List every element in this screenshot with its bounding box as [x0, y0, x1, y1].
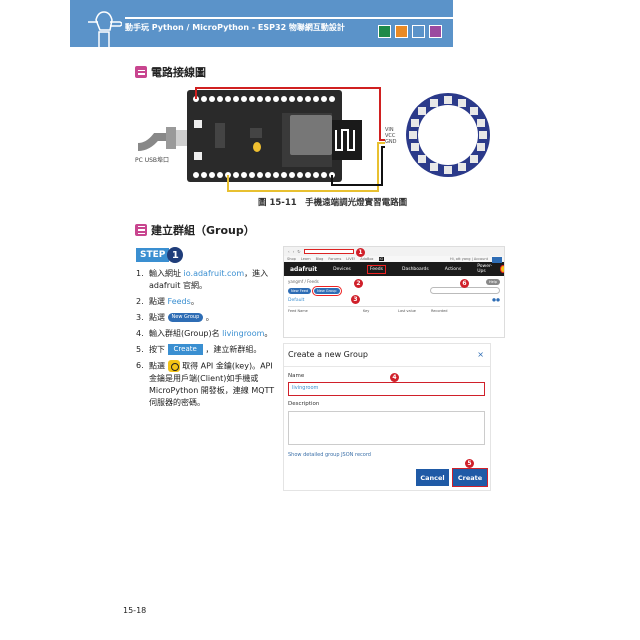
- description-label: Description: [288, 401, 320, 407]
- page-number: 15-18: [123, 606, 147, 615]
- instruction-item: 3. 點選 New Group 。: [136, 313, 214, 322]
- instruction-item: 5. 按下 Create ，建立新群組。: [136, 344, 262, 355]
- swatch-purple: [429, 25, 442, 38]
- description-textarea[interactable]: [288, 411, 485, 445]
- section-title: 電路接線圖: [151, 66, 206, 79]
- swatch-blue: [412, 25, 425, 38]
- create-button[interactable]: Create: [452, 468, 488, 487]
- swatch-green: [378, 25, 391, 38]
- marker-4: 4: [390, 373, 399, 382]
- reload-icon[interactable]: ↻: [297, 249, 301, 254]
- bookmark-io[interactable]: IO: [378, 257, 385, 261]
- ring-pin-labels: VIN VCC GND: [385, 127, 396, 145]
- bookmark-live[interactable]: LIVE!: [346, 257, 356, 261]
- marker-2: 2: [354, 279, 363, 288]
- account-menu[interactable]: Hi, ott yang | Account: [449, 257, 488, 261]
- back-icon[interactable]: ‹: [288, 249, 290, 254]
- help-button[interactable]: Help: [486, 279, 500, 285]
- nav-power-ups[interactable]: Power-Ups: [477, 264, 493, 274]
- nav-actions[interactable]: Actions: [444, 266, 462, 272]
- section-title: 建立群組（Group）: [151, 224, 255, 237]
- forward-icon[interactable]: ›: [292, 249, 295, 254]
- step-badge: STEP 1: [136, 247, 184, 263]
- adafruit-feeds-screenshot: ‹ › ↻ Shop Learn Blog Forums LIVE! AdaBo…: [283, 246, 505, 338]
- breadcrumb: yangmf / Feeds: [288, 279, 319, 284]
- book-title: 動手玩 Python / MicroPython - ESP32 物聯網互動設計: [125, 23, 345, 32]
- close-icon[interactable]: ×: [477, 350, 484, 359]
- chapter-swatches: [378, 25, 442, 38]
- adafruit-nav: adafruit Devices Feeds Dashboards Action…: [284, 262, 504, 276]
- feeds-link: Feeds: [167, 297, 191, 306]
- name-input[interactable]: livingroom: [288, 382, 485, 396]
- bookmark-learn[interactable]: Learn: [300, 257, 311, 261]
- cancel-button[interactable]: Cancel: [416, 469, 449, 486]
- swatch-orange: [395, 25, 408, 38]
- dialog-title: Create a new Group: [288, 350, 369, 359]
- pin-vcc: VCC: [385, 133, 396, 139]
- section-badge-icon: [135, 224, 147, 236]
- marker-1: 1: [356, 248, 365, 257]
- instruction-item: 4. 輸入群組(Group)名 livingroom。: [136, 329, 273, 338]
- cart-icon[interactable]: [492, 257, 502, 263]
- name-label: Name: [288, 373, 305, 379]
- new-group-button[interactable]: New Group: [312, 285, 342, 296]
- bookmark-forums[interactable]: Forums: [328, 257, 342, 261]
- adafruit-logo[interactable]: adafruit: [290, 265, 318, 273]
- feeds-table-header: Feed Name Key Last value Recorded: [288, 306, 500, 313]
- usb-port-label: PC USB埠口: [135, 157, 170, 164]
- address-bar[interactable]: [303, 249, 354, 254]
- pin-vin: VIN: [385, 127, 394, 133]
- divider: [284, 366, 490, 367]
- header-rule: [125, 17, 453, 19]
- new-group-chip: New Group: [167, 313, 204, 322]
- create-group-dialog: Create a new Group × Name 4 livingroom D…: [283, 343, 491, 491]
- nav-dashboards[interactable]: Dashboards: [402, 266, 429, 272]
- feeds-page-body: yangmf / Feeds Help New Feed New Group D…: [284, 276, 504, 316]
- step-number: 1: [167, 247, 184, 263]
- page-header-band: [70, 0, 453, 47]
- section-heading-circuit: 電路接線圖: [135, 64, 206, 80]
- group-settings-icon[interactable]: ●●: [492, 298, 500, 303]
- pin-gnd: GND: [385, 139, 397, 145]
- instruction-list: 1. 輸入網址 io.adafruit.com，進入 adafruit 官網。 …: [136, 268, 278, 413]
- marker-6: 6: [460, 279, 469, 288]
- nav-feeds[interactable]: Feeds: [366, 264, 386, 274]
- bookmark-blog[interactable]: Blog: [315, 257, 324, 261]
- browser-toolbar: ‹ › ↻: [284, 247, 504, 256]
- marker-3: 3: [351, 295, 360, 304]
- section-badge-icon: [135, 66, 147, 78]
- circuit-diagram: [137, 87, 490, 192]
- figure-caption: 圖 15-11 手機遠端調光燈實習電路圖: [258, 198, 408, 208]
- group-default-row: Default ●●: [288, 298, 500, 303]
- bookmark-shop[interactable]: Shop: [287, 257, 296, 261]
- instruction-item: 2. 點選 Feeds。: [136, 297, 199, 306]
- section-heading-group: 建立群組（Group）: [135, 222, 255, 238]
- group-default-label[interactable]: Default: [288, 298, 305, 303]
- show-json-link[interactable]: Show detailed group JSON record: [288, 452, 371, 458]
- hand-pen-icon: [88, 11, 122, 50]
- site-topbar: Shop Learn Blog Forums LIVE! AdaBox IO H…: [284, 256, 504, 262]
- url-link[interactable]: io.adafruit.com: [183, 269, 245, 278]
- step-label: STEP: [136, 248, 170, 262]
- create-chip: Create: [167, 344, 203, 355]
- search-input[interactable]: [430, 287, 500, 294]
- instruction-item: 1. 輸入網址 io.adafruit.com，進入 adafruit 官網。: [136, 269, 269, 290]
- bookmark-adabox[interactable]: AdaBox: [360, 257, 374, 261]
- api-key-icon[interactable]: [500, 265, 504, 273]
- key-icon: [167, 360, 180, 372]
- marker-5: 5: [465, 459, 474, 468]
- instruction-item: 6. 點選 取得 API 金鑰(key)。API 金鑰是用戶端(Client)如…: [136, 360, 275, 407]
- nav-devices[interactable]: Devices: [333, 266, 351, 272]
- group-name-text: livingroom: [222, 329, 265, 338]
- new-feed-button[interactable]: New Feed: [288, 287, 312, 294]
